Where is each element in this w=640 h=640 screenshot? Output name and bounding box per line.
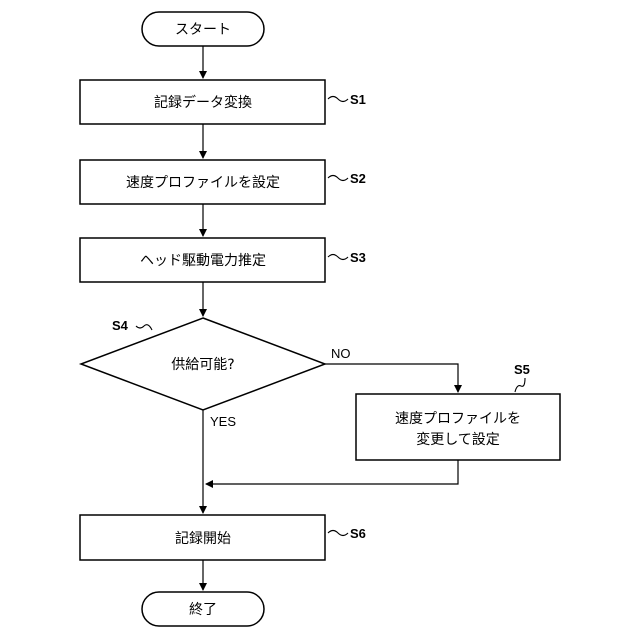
end-label: 終了 [189, 602, 217, 618]
arrow-s4-no-s5 [325, 364, 458, 392]
s5-leader [515, 378, 525, 392]
s2-text: 速度プロファイルを設定 [126, 175, 280, 191]
start-terminal: スタート [142, 12, 264, 46]
no-label: NO [331, 346, 351, 361]
s1-leader [328, 97, 348, 102]
process-box-s6: 記録開始 [80, 515, 325, 560]
s3-step-label: S3 [350, 250, 366, 265]
start-label: スタート [175, 22, 231, 38]
s4-step-label: S4 [112, 318, 129, 333]
arrow-s5-merge [206, 460, 458, 484]
s2-leader [328, 176, 348, 181]
s3-text: ヘッド駆動電力推定 [140, 253, 266, 269]
s1-text: 記録データ変換 [154, 94, 252, 111]
s4-text: 供給可能? [171, 357, 234, 373]
process-box-s2: 速度プロファイルを設定 [80, 160, 325, 204]
s6-text: 記録開始 [175, 530, 231, 547]
s6-leader [328, 531, 348, 536]
process-box-s1: 記録データ変換 [80, 80, 325, 124]
process-box-s3: ヘッド駆動電力推定 [80, 238, 325, 282]
s5-text-line2: 変更して設定 [416, 431, 500, 448]
s2-step-label: S2 [350, 171, 366, 186]
end-terminal: 終了 [142, 592, 264, 626]
s5-step-label: S5 [514, 362, 530, 377]
yes-label: YES [210, 414, 236, 429]
s3-leader [328, 255, 348, 260]
s5-text-line1: 速度プロファイルを [395, 411, 521, 427]
s1-step-label: S1 [350, 92, 366, 107]
process-box-s5: 速度プロファイルを 変更して設定 [356, 394, 560, 460]
s4-leader [136, 325, 152, 330]
s6-step-label: S6 [350, 526, 366, 541]
